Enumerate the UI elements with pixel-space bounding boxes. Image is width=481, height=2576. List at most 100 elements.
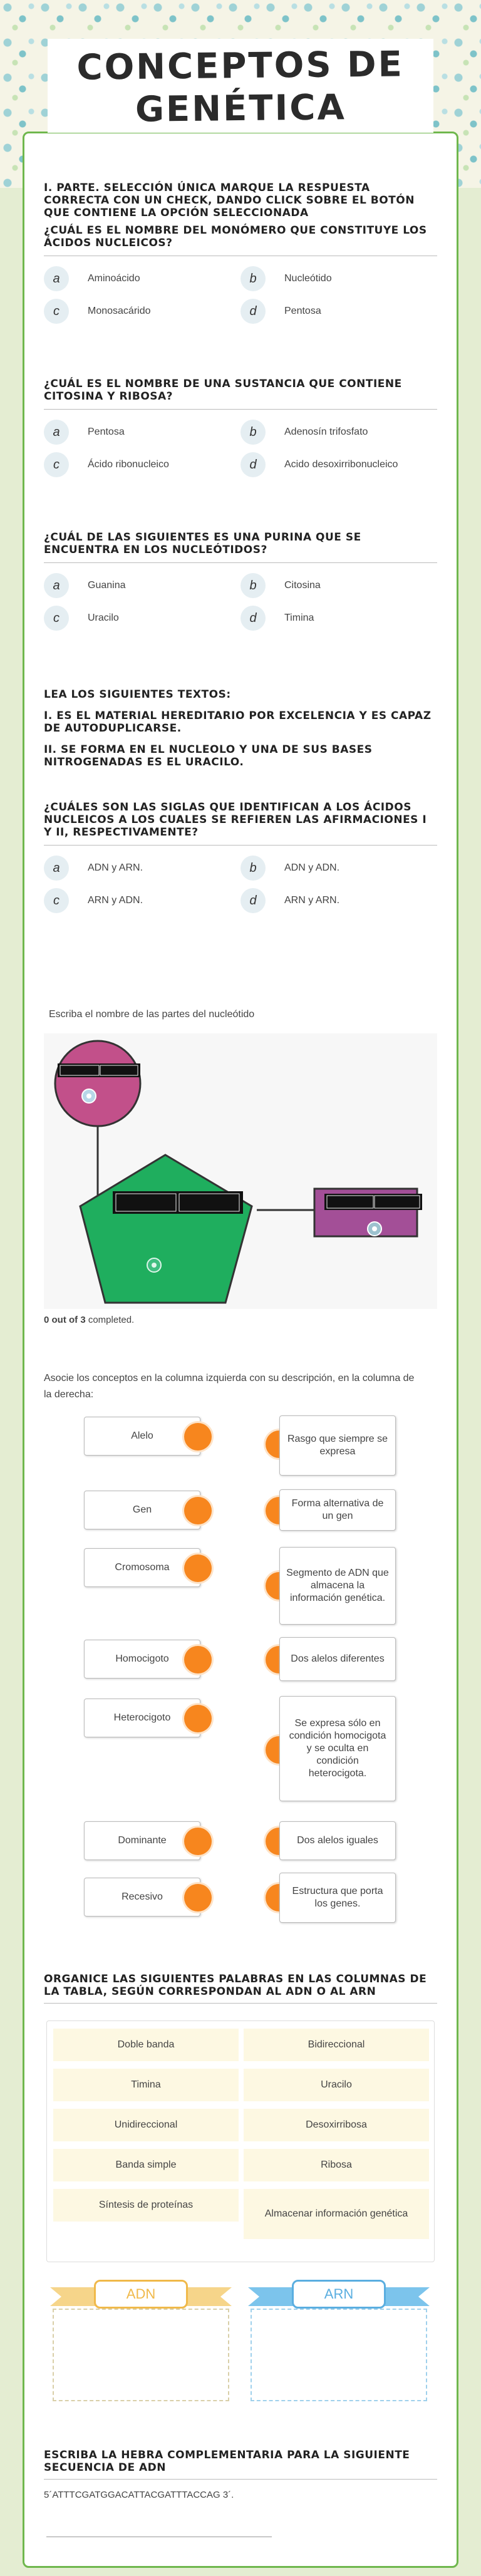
sort-chip[interactable]: Ribosa bbox=[244, 2149, 429, 2181]
ribbon-adn: ADN bbox=[50, 2280, 232, 2315]
option-text: Aminoácido bbox=[88, 273, 140, 284]
chip-label: Síntesis de proteínas bbox=[98, 2200, 194, 2210]
ribbon-tail-right bbox=[184, 2287, 232, 2306]
match-right-description[interactable]: Forma alternativa de un gen bbox=[279, 1489, 396, 1531]
option-text: Pentosa bbox=[284, 306, 321, 316]
sort-chip[interactable]: Doble banda bbox=[53, 2029, 239, 2061]
sort-chip[interactable]: Almacenar información genética bbox=[244, 2189, 429, 2239]
chip-label: Unidireccional bbox=[114, 2119, 178, 2130]
q2-option-d[interactable]: d Acido desoxirribonucleico bbox=[240, 451, 437, 478]
ribbon-tail-left bbox=[248, 2287, 296, 2306]
q1-option-d[interactable]: d Pentosa bbox=[240, 297, 437, 325]
option-letter: d bbox=[240, 299, 266, 324]
match-left-heterocigoto[interactable]: Heterocigoto bbox=[84, 1699, 200, 1737]
option-letter: d bbox=[240, 452, 266, 477]
drop-column-adn[interactable]: ADN bbox=[50, 2280, 232, 2403]
label-input-phosphate[interactable] bbox=[58, 1063, 140, 1077]
option-letter: d bbox=[240, 606, 266, 631]
description-label: Segmento de ADN que almacena la informac… bbox=[286, 1568, 389, 1603]
sort-chip[interactable]: Uracilo bbox=[244, 2069, 429, 2101]
sort-chip[interactable]: Bidireccional bbox=[244, 2029, 429, 2061]
match-left-cromosoma[interactable]: Cromosoma bbox=[84, 1548, 200, 1587]
hotspot-icon[interactable] bbox=[81, 1089, 96, 1104]
match-left-recesivo[interactable]: Recesivo bbox=[84, 1878, 200, 1916]
match-left-dominante[interactable]: Dominante bbox=[84, 1821, 200, 1860]
arn-drop-area[interactable] bbox=[251, 2309, 427, 2401]
concept-label: Cromosoma bbox=[115, 1562, 170, 1573]
matching-instruction: Asocie los conceptos en la columna izqui… bbox=[44, 1373, 415, 1400]
question-3-text: ¿Cuál de las siguientes es una purina qu… bbox=[44, 531, 437, 563]
description-label: Dos alelos diferentes bbox=[291, 1653, 385, 1664]
match-right-description[interactable]: Dos alelos iguales bbox=[279, 1821, 396, 1860]
sort-chip[interactable]: Banda simple bbox=[53, 2149, 239, 2181]
part1-section: I. Parte. Selección única marque la resp… bbox=[44, 182, 437, 914]
label-input-sugar[interactable] bbox=[113, 1191, 243, 1214]
option-text: ARN y ARN. bbox=[284, 895, 340, 906]
question-4: ¿Cuáles son las siglas que identifican a… bbox=[44, 801, 437, 914]
ribbon-tail-right bbox=[382, 2287, 430, 2306]
label-input-base[interactable] bbox=[324, 1194, 422, 1210]
chip-label: Uracilo bbox=[321, 2079, 352, 2090]
question-4-text: ¿Cuáles son las siglas que identifican a… bbox=[44, 801, 437, 846]
score-value: 0 out of 3 bbox=[44, 1315, 86, 1325]
description-label: Rasgo que siempre se expresa bbox=[287, 1434, 388, 1457]
match-left-connector[interactable] bbox=[184, 1646, 212, 1673]
match-left-connector[interactable] bbox=[184, 1423, 212, 1451]
match-left-gen[interactable]: Gen bbox=[84, 1491, 200, 1529]
drop-column-arn[interactable]: ARN bbox=[248, 2280, 430, 2403]
option-text: Pentosa bbox=[88, 427, 125, 437]
match-left-connector[interactable] bbox=[184, 1705, 212, 1732]
description-label: Dos alelos iguales bbox=[297, 1835, 378, 1846]
match-right-description[interactable]: Rasgo que siempre se expresa bbox=[279, 1415, 396, 1476]
concept-label: Dominante bbox=[118, 1835, 167, 1846]
match-left-connector[interactable] bbox=[184, 1554, 212, 1582]
match-right-description[interactable]: Dos alelos diferentes bbox=[279, 1637, 396, 1681]
sort-chip[interactable]: Desoxirribosa bbox=[244, 2109, 429, 2141]
match-left-homocigoto[interactable]: Homocigoto bbox=[84, 1640, 200, 1679]
option-letter: c bbox=[44, 606, 69, 631]
dna-sequence: 5´ATTTCGATGGACATTACGATTTACCAG 3´. bbox=[44, 2490, 234, 2500]
option-letter: b bbox=[240, 266, 266, 291]
part1-instruction: I. Parte. Selección única marque la resp… bbox=[44, 182, 415, 219]
concept-label: Alelo bbox=[131, 1430, 153, 1441]
match-left-connector[interactable] bbox=[184, 1497, 212, 1524]
hotspot-icon[interactable] bbox=[147, 1258, 162, 1273]
hotspot-icon[interactable] bbox=[367, 1221, 382, 1236]
sort-chip[interactable]: Unidireccional bbox=[53, 2109, 239, 2141]
match-left-connector[interactable] bbox=[184, 1828, 212, 1855]
nucleotide-instruction: Escriba el nombre de las partes del nucl… bbox=[49, 1009, 255, 1020]
chip-label: Banda simple bbox=[115, 2160, 177, 2170]
reading-block: Lea los siguientes textos: I. Es el mate… bbox=[44, 688, 437, 768]
reading-text-1: I. Es el material hereditario por excele… bbox=[44, 710, 432, 735]
match-left-connector[interactable] bbox=[184, 1884, 212, 1911]
match-right-description[interactable]: Segmento de ADN que almacena la informac… bbox=[279, 1547, 396, 1625]
description-label: Se expresa sólo en condición homocigota … bbox=[289, 1718, 386, 1779]
chip-label: Bidireccional bbox=[308, 2039, 365, 2050]
option-letter: c bbox=[44, 299, 69, 324]
sorting-instruction: Organice las siguientes palabras en las … bbox=[44, 1973, 437, 2004]
match-right-description[interactable]: Se expresa sólo en condición homocigota … bbox=[279, 1696, 396, 1801]
sort-chip[interactable]: Timina bbox=[53, 2069, 239, 2101]
adn-label: ADN bbox=[126, 2286, 156, 2302]
match-right-description[interactable]: Estructura que porta los genes. bbox=[279, 1873, 396, 1923]
option-text: Citosina bbox=[284, 580, 321, 591]
complement-instruction: Escriba la hebra complementaria para la … bbox=[44, 2449, 437, 2480]
match-left-alelo[interactable]: Alelo bbox=[84, 1417, 200, 1456]
option-text: Acido desoxirribonucleico bbox=[284, 459, 398, 470]
sort-chip[interactable]: Síntesis de proteínas bbox=[53, 2189, 239, 2222]
adn-drop-area[interactable] bbox=[53, 2309, 229, 2401]
